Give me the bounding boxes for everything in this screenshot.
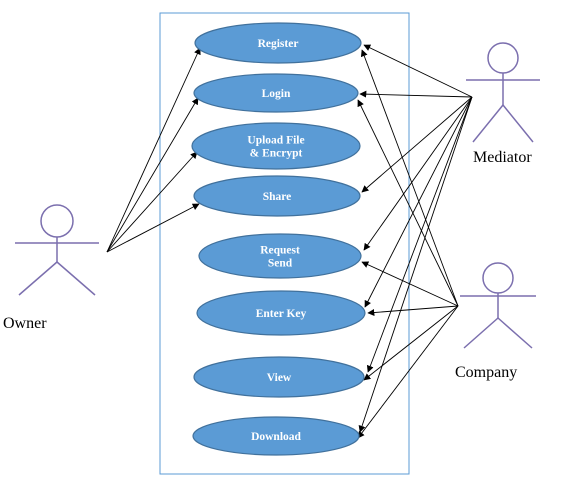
use-case-label: Send — [268, 258, 293, 270]
use-case-enter-key: Enter Key — [196, 290, 366, 336]
association-owner-login — [106, 97, 199, 253]
use-case-label: Upload File — [247, 135, 304, 147]
use-case-ellipse — [194, 22, 362, 64]
use-case-ellipse — [196, 290, 366, 336]
association-mediator-download — [358, 96, 473, 433]
association-mediator-login — [359, 90, 473, 98]
association-company-login — [357, 99, 459, 307]
use-case-ellipse — [193, 73, 359, 113]
actor-label: Mediator — [473, 149, 532, 166]
actor-company: Company — [455, 262, 536, 381]
stick-figure-icon — [15, 204, 99, 296]
association-mediator-request-send — [363, 96, 473, 251]
actor-mediator: Mediator — [466, 42, 540, 166]
use-case-login: Login — [193, 73, 359, 113]
system-boundary — [159, 12, 410, 475]
stick-figure-icon — [466, 42, 540, 143]
association-owner-upload-file-encrypt — [106, 151, 198, 253]
use-case-label: Enter Key — [256, 308, 307, 320]
association-mediator-share — [361, 96, 473, 193]
association-company-register — [360, 49, 459, 307]
association-owner-register — [106, 47, 201, 253]
use-case-upload-file-encrypt: Upload File& Encrypt — [191, 122, 361, 170]
use-case-label: View — [267, 372, 292, 384]
use-case-ellipse — [198, 233, 362, 279]
association-company-view — [363, 305, 459, 381]
association-company-enter-key — [367, 305, 459, 317]
use-case-ellipse — [193, 175, 361, 217]
use-case-register: Register — [194, 22, 362, 64]
actor-label: Company — [455, 364, 517, 381]
use-case-label: Register — [258, 38, 299, 50]
use-case-share: Share — [193, 175, 361, 217]
association-company-request-send — [361, 261, 459, 307]
use-case-label: Download — [251, 431, 301, 443]
association-mediator-view — [366, 96, 473, 373]
association-company-download — [357, 305, 459, 439]
association-mediator-enter-key — [364, 96, 473, 308]
use-case-ellipse — [191, 122, 361, 170]
use-case-label: & Encrypt — [250, 148, 303, 160]
use-case-label: Login — [262, 88, 291, 100]
use-case-view: View — [193, 356, 365, 398]
actor-label: Owner — [3, 315, 47, 332]
use-case-label: Request — [260, 245, 300, 257]
use-case-download: Download — [192, 416, 360, 456]
associations — [106, 44, 473, 439]
stick-figure-icon — [460, 262, 536, 349]
association-mediator-register — [363, 44, 473, 98]
association-owner-share — [106, 203, 200, 253]
use-case-ellipse — [193, 356, 365, 398]
use-case-label: Share — [263, 191, 292, 203]
actor-owner: Owner — [3, 204, 99, 332]
use-case-ellipse — [192, 416, 360, 456]
